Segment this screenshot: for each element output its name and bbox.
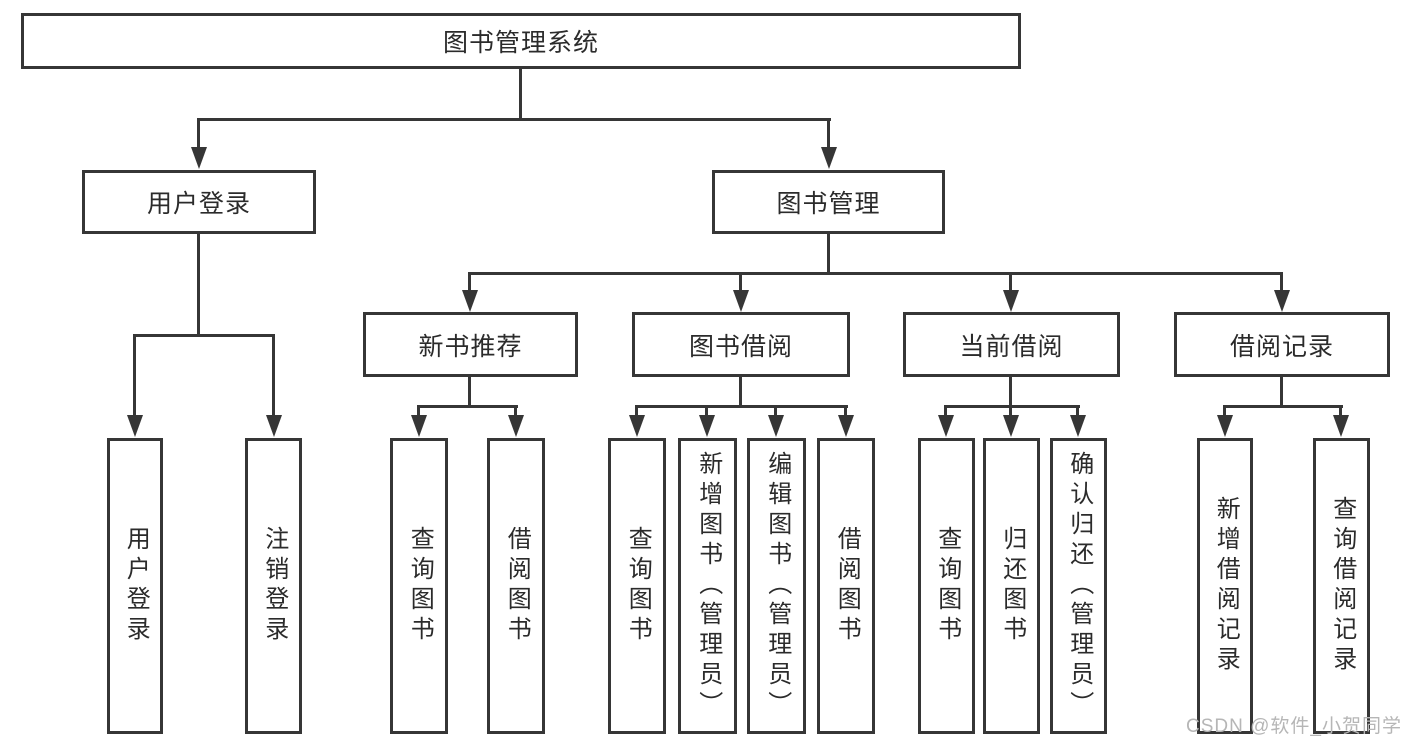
node-book-borrow: 图书借阅 <box>632 312 850 377</box>
leaf-cb-confirm-return-admin: 确认归还（管理员） <box>1050 438 1107 734</box>
leaf-nb-query-books: 查询图书 <box>390 438 448 734</box>
edge-tail-book-management <box>827 118 830 147</box>
leaf-br-query-record: 查询借阅记录 <box>1313 438 1370 734</box>
leaf-nb-query-books-label: 查询图书 <box>406 526 434 646</box>
arrowhead-leaf-user-login <box>127 415 143 437</box>
node-current-borrow: 当前借阅 <box>903 312 1120 377</box>
node-root: 图书管理系统 <box>21 13 1021 69</box>
arrowhead-current-borrow <box>1003 290 1019 312</box>
node-user-login-label: 用户登录 <box>146 190 251 218</box>
arrowhead-cb-return <box>1003 415 1019 437</box>
edge-new-book-branch <box>417 405 518 408</box>
arrowhead-book-borrow <box>733 290 749 312</box>
edge-tail-leaf-logout <box>272 334 275 415</box>
edge-tail-bb-edit <box>774 405 777 417</box>
leaf-nb-borrow-books-label: 借阅图书 <box>503 526 531 646</box>
edge-level2-branch <box>468 272 1283 275</box>
edge-tail-br-query <box>1339 405 1342 417</box>
leaf-cb-confirm-return-admin-label: 确认归还（管理员） <box>1065 451 1093 721</box>
edge-tail-nb-query <box>417 405 420 417</box>
leaf-bb-borrow-books-label: 借阅图书 <box>833 526 861 646</box>
leaf-user-login-label: 用户登录 <box>122 526 150 646</box>
edge-borrow-records-branch <box>1223 405 1343 408</box>
edge-tail-cb-return <box>1009 405 1012 417</box>
edge-book-management-stub <box>827 234 830 275</box>
edge-tail-leaf-user-login <box>133 334 136 415</box>
arrowhead-user-login <box>191 147 207 169</box>
arrowhead-bb-add <box>699 415 715 437</box>
leaf-cb-query-books: 查询图书 <box>918 438 975 734</box>
leaf-logout-label: 注销登录 <box>260 526 288 646</box>
leaf-br-add-record-label: 新增借阅记录 <box>1212 496 1240 676</box>
edge-tail-bb-add <box>705 405 708 417</box>
arrowhead-bb-edit <box>768 415 784 437</box>
edge-borrow-records-stub <box>1280 377 1283 408</box>
edge-tail-cb-confirm <box>1076 405 1079 417</box>
arrowhead-book-management <box>821 147 837 169</box>
edge-tail-borrow-records <box>1280 272 1283 293</box>
arrowhead-br-add <box>1217 415 1233 437</box>
node-book-management: 图书管理 <box>712 170 945 234</box>
edge-user-login-stub <box>197 234 200 335</box>
arrowhead-nb-query <box>411 415 427 437</box>
node-root-label: 图书管理系统 <box>442 29 599 57</box>
arrowhead-br-query <box>1333 415 1349 437</box>
edge-root-stub <box>519 68 522 118</box>
node-user-login: 用户登录 <box>82 170 316 234</box>
leaf-br-query-record-label: 查询借阅记录 <box>1328 496 1356 676</box>
arrowhead-cb-confirm <box>1070 415 1086 437</box>
edge-new-book-stub <box>468 377 471 408</box>
leaf-cb-query-books-label: 查询图书 <box>933 526 961 646</box>
leaf-bb-query-books-label: 查询图书 <box>624 526 652 646</box>
watermark: CSDN @软件_小贺同学 <box>1186 716 1402 737</box>
arrowhead-borrow-records <box>1274 290 1290 312</box>
leaf-user-login: 用户登录 <box>107 438 163 734</box>
leaf-logout: 注销登录 <box>245 438 302 734</box>
node-new-book-recommend-label: 新书推荐 <box>418 332 523 361</box>
node-new-book-recommend: 新书推荐 <box>363 312 578 377</box>
edge-tail-nb-borrow <box>514 405 517 417</box>
arrowhead-new-book <box>462 290 478 312</box>
leaf-bb-add-book-admin-label: 新增图书（管理员） <box>694 451 722 721</box>
leaf-bb-query-books: 查询图书 <box>608 438 666 734</box>
edge-tail-br-add <box>1223 405 1226 417</box>
leaf-bb-edit-book-admin-label: 编辑图书（管理员） <box>763 451 791 721</box>
leaf-cb-return-book-label: 归还图书 <box>998 526 1026 646</box>
leaf-bb-borrow-books: 借阅图书 <box>817 438 875 734</box>
arrowhead-cb-query <box>938 415 954 437</box>
edge-level1-branch <box>198 118 831 121</box>
arrowhead-nb-borrow <box>508 415 524 437</box>
node-book-borrow-label: 图书借阅 <box>688 332 793 361</box>
edge-current-borrow-stub <box>1009 377 1012 408</box>
node-current-borrow-label: 当前借阅 <box>959 332 1064 361</box>
edge-tail-user-login <box>197 118 200 147</box>
edge-tail-new-book <box>468 272 471 293</box>
node-borrow-records: 借阅记录 <box>1174 312 1390 377</box>
node-book-management-label: 图书管理 <box>776 190 881 218</box>
leaf-nb-borrow-books: 借阅图书 <box>487 438 545 734</box>
edge-book-borrow-stub <box>739 377 742 408</box>
edge-current-borrow-branch <box>944 405 1080 408</box>
edge-book-borrow-branch <box>635 405 848 408</box>
leaf-bb-add-book-admin: 新增图书（管理员） <box>678 438 737 734</box>
leaf-cb-return-book: 归还图书 <box>983 438 1040 734</box>
leaf-bb-edit-book-admin: 编辑图书（管理员） <box>747 438 806 734</box>
arrowhead-bb-query <box>629 415 645 437</box>
edge-tail-current-borrow <box>1009 272 1012 293</box>
arrowhead-leaf-logout <box>266 415 282 437</box>
edge-tail-cb-query <box>944 405 947 417</box>
leaf-br-add-record: 新增借阅记录 <box>1197 438 1253 734</box>
edge-user-login-branch <box>133 334 275 337</box>
edge-tail-bb-query <box>635 405 638 417</box>
edge-tail-book-borrow <box>739 272 742 293</box>
edge-tail-bb-borrow <box>844 405 847 417</box>
arrowhead-bb-borrow <box>838 415 854 437</box>
node-borrow-records-label: 借阅记录 <box>1229 332 1334 361</box>
